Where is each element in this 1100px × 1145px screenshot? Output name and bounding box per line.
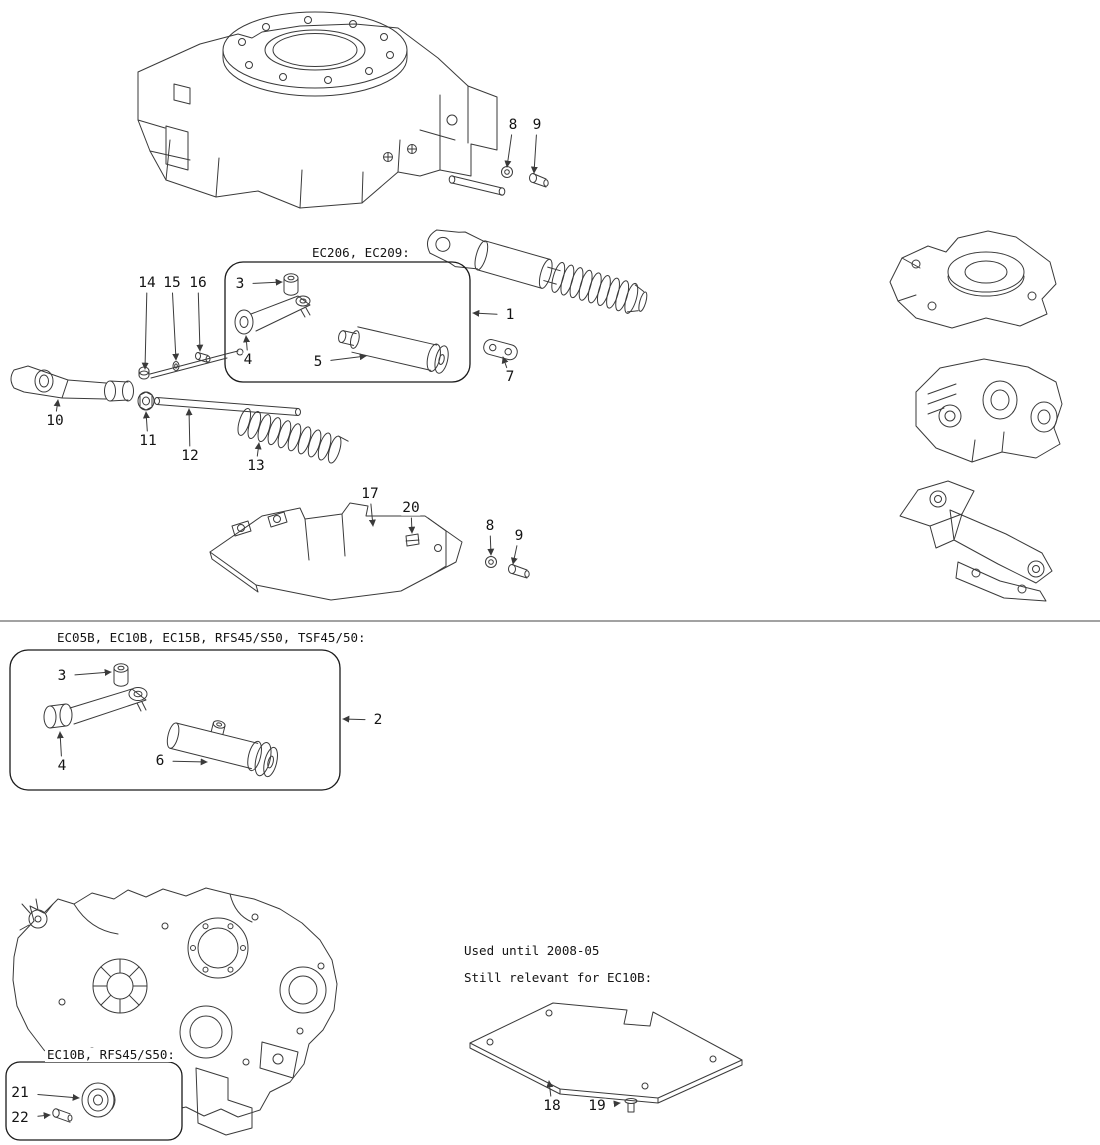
leader-line-6 — [172, 758, 208, 766]
callout-11: 11 — [138, 432, 158, 449]
pin-part-3 — [283, 273, 299, 296]
leader-line-10 — [53, 399, 61, 412]
note-used-until: Used until 2008-05 — [462, 943, 602, 958]
rod-part-12 — [154, 397, 301, 416]
leader-line-14 — [141, 292, 149, 370]
callout-20: 20 — [401, 499, 421, 516]
callout-17: 17 — [360, 485, 380, 502]
callout-3: 3 — [56, 667, 68, 684]
link-part-7 — [483, 339, 518, 361]
leader-line-4 — [56, 731, 64, 757]
callout-5: 5 — [312, 353, 324, 370]
callout-12: 12 — [180, 447, 200, 464]
link-rod — [149, 348, 244, 379]
callout-9: 9 — [531, 116, 543, 133]
leader-line-11 — [142, 411, 150, 432]
leader-line-3 — [74, 669, 112, 676]
leader-line-22 — [37, 1112, 51, 1120]
callout-10: 10 — [45, 412, 65, 429]
spring-part-13 — [237, 407, 349, 464]
callout-9: 9 — [513, 527, 525, 544]
clip-part-20 — [405, 533, 420, 547]
callout-4: 4 — [56, 757, 68, 774]
group-label-ec10b: EC10B, RFS45/S50: — [45, 1047, 177, 1062]
callout-21: 21 — [10, 1084, 30, 1101]
cylinder-part-6 — [166, 720, 278, 778]
leader-line-4 — [243, 335, 251, 351]
screw-part-19 — [624, 1098, 638, 1113]
top-gearbox-drawing — [137, 11, 498, 209]
leader-line-12 — [185, 408, 193, 447]
leader-line-16 — [196, 292, 204, 352]
spring-strut-assembly — [426, 229, 648, 314]
callout-15: 15 — [162, 274, 182, 291]
leader-line-20 — [408, 517, 416, 534]
leader-line-21 — [37, 1093, 80, 1101]
leader-line-15 — [172, 292, 180, 361]
leader-line-17 — [368, 503, 376, 527]
leader-line-9 — [530, 134, 538, 174]
group-label-ec05b: EC05B, EC10B, EC15B, RFS45/S50, TSF45/50… — [55, 630, 368, 645]
callout-8: 8 — [484, 517, 496, 534]
leader-line-5 — [330, 353, 367, 361]
callout-leader-lines — [37, 134, 621, 1120]
leader-line-1 — [472, 309, 498, 317]
pin-washer-bolt-top — [448, 166, 549, 196]
leader-line-2 — [342, 715, 366, 723]
callout-4: 4 — [242, 351, 254, 368]
bottom-plate-18 — [469, 1002, 743, 1104]
leader-line-13 — [254, 442, 262, 457]
callout-14: 14 — [137, 274, 157, 291]
callout-22: 22 — [10, 1109, 30, 1126]
callout-13: 13 — [246, 457, 266, 474]
bolt-part-9b — [508, 564, 530, 579]
callout-6: 6 — [154, 752, 166, 769]
lever-part-4 — [234, 295, 311, 335]
lever-part-10 — [10, 365, 134, 402]
leader-line-18 — [546, 1080, 554, 1097]
leader-line-9 — [510, 545, 518, 565]
reference-view-1 — [889, 230, 1057, 329]
nut-part-11 — [137, 391, 155, 411]
reference-view-2 — [915, 358, 1063, 463]
washer-part-15 — [172, 361, 180, 371]
detail-box-ec206 — [224, 261, 471, 383]
linkage-parts-left — [10, 348, 349, 464]
pin-part-3b — [113, 663, 129, 687]
lever-part-4b — [43, 687, 148, 729]
callout-2: 2 — [372, 711, 384, 728]
detail-box-ec10b — [5, 1061, 183, 1141]
callout-7: 7 — [504, 368, 516, 385]
note-still-relevant: Still relevant for EC10B: — [462, 970, 655, 985]
leader-line-8 — [487, 535, 495, 556]
leader-line-8 — [504, 134, 513, 168]
callout-16: 16 — [188, 274, 208, 291]
nut-part-14 — [138, 366, 150, 380]
leader-line-3 — [252, 278, 283, 286]
group-label-ec206: EC206, EC209: — [310, 245, 412, 260]
detail-box-ec05b — [9, 649, 341, 791]
leader-line-7 — [501, 356, 509, 369]
callout-3: 3 — [234, 275, 246, 292]
callout-18: 18 — [542, 1097, 562, 1114]
callout-1: 1 — [504, 306, 516, 323]
washer-part-8b — [485, 556, 497, 568]
cover-plate-17 — [209, 502, 463, 601]
reference-view-3 — [899, 480, 1053, 602]
damper-part-5 — [338, 326, 449, 374]
grommet-part-21 — [81, 1082, 116, 1118]
callout-8: 8 — [507, 116, 519, 133]
callout-19: 19 — [587, 1097, 607, 1114]
leader-line-19 — [613, 1100, 621, 1108]
bolt-part-22 — [52, 1108, 73, 1123]
